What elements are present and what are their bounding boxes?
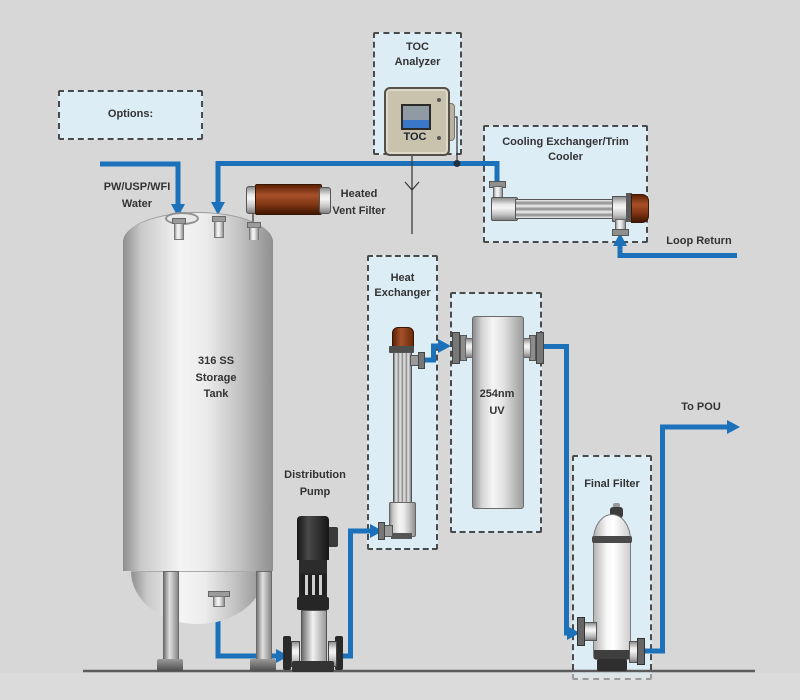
toc-device-label: TOC (403, 131, 427, 143)
toc-analyzer-label: TOC Analyzer (394, 41, 441, 69)
final-filter-label: Final Filter (584, 478, 640, 490)
pipe-filter-to-pou (640, 420, 740, 654)
tank-body (123, 240, 273, 571)
cooler-flange (626, 193, 632, 222)
hx-bottom-section (389, 502, 416, 537)
tank-leg-right (256, 571, 272, 663)
pump-base (292, 661, 334, 672)
tank-foot-left (157, 659, 183, 671)
tank-nozzle-return-stem (214, 221, 224, 238)
label-loop-return: Loop Return (666, 235, 732, 247)
vent-filter-cap-right (319, 187, 331, 214)
filter-vent-top (613, 503, 620, 509)
hx-inlet-flange (378, 522, 385, 540)
label-to-pou: To POU (681, 401, 721, 413)
cooler-left-head (491, 197, 518, 221)
filter-vent-knob (610, 507, 623, 518)
filter-base (597, 659, 627, 671)
line-toc-drain (404, 152, 420, 234)
options-label: Options: (107, 108, 154, 121)
uv-chamber (472, 316, 524, 509)
toc-screw-bottom (437, 136, 441, 140)
uv-right-flange-outer (536, 332, 544, 364)
pump-motor (297, 516, 329, 560)
toc-screen (401, 104, 431, 130)
cooler-shell (515, 199, 616, 219)
hx-tube (393, 352, 412, 505)
pipe-feed-water (100, 161, 185, 217)
label-distribution-pump: Distribution Pump (284, 469, 346, 498)
pump-motor-stool (299, 560, 327, 573)
toc-screen-bar (403, 120, 429, 128)
hx-top-flange (389, 346, 414, 353)
label-uv: 254nm UV (479, 388, 515, 417)
filter-inlet-flange (577, 617, 585, 646)
filter-inlet-stub (583, 622, 597, 641)
toc-junction-dot (453, 160, 461, 167)
label-feed-water: PW/USP/WFI Water (103, 181, 171, 210)
filter-outlet-flange (637, 638, 645, 665)
pipe-loop-return (613, 233, 737, 258)
filter-clamp-band (592, 536, 632, 543)
pump-stage-ring (297, 597, 329, 610)
label-heated-vent-filter: Heated Vent Filter (332, 188, 386, 217)
cooler-bottom-nozzle-flange (612, 229, 629, 236)
pump-coupling-guard (299, 573, 327, 597)
pipe-uv-to-filter (538, 344, 580, 640)
pipe-hx-to-uv (418, 339, 451, 363)
heat-exchanger-label: Heat Exchanger (374, 272, 431, 300)
pipe-pump-to-hx (340, 524, 383, 659)
pump-barrel (301, 610, 327, 662)
floor-strip (0, 673, 800, 700)
hx-bottom-band (391, 533, 412, 539)
cooler-end-cap (631, 194, 649, 223)
hx-side-nozzle-flange (418, 352, 425, 369)
tank-leg-left (163, 571, 179, 663)
options-box: Options: (58, 90, 203, 140)
tank-bottom-nozzle (213, 596, 225, 607)
pump-suction-flange (283, 636, 291, 670)
tank-foot-right (250, 659, 276, 671)
tank-nozzle-feed-stem (174, 223, 184, 240)
pump-discharge-flange (335, 636, 343, 670)
vent-filter-body (255, 184, 322, 215)
toc-screw-top (437, 98, 441, 102)
pipe-return-to-tank (211, 161, 500, 215)
uv-left-flange-outer (452, 332, 460, 364)
filter-bottom-band (594, 650, 630, 659)
pump-junction-box (327, 527, 338, 547)
label-storage-tank: 316 SS Storage Tank (195, 355, 237, 400)
cooling-exchanger-label: Cooling Exchanger/Trim Cooler (502, 136, 629, 164)
